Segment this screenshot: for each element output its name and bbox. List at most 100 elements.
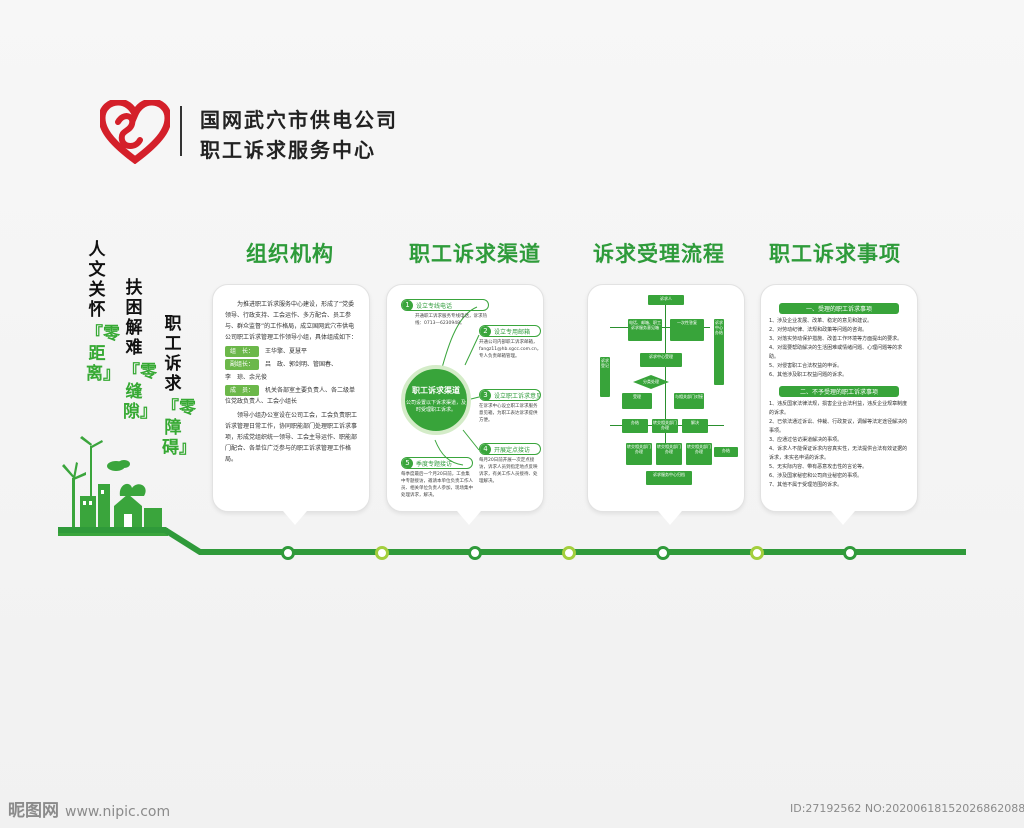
channel-number: 2 [480,326,491,336]
member-row: 成 员：机关各部室主要负责人、各二级单位党政负责人、工会小组长 [225,385,357,407]
timeline-node [843,546,857,560]
matter-item: 3、对落实劳动保护措施、改善工作环境等方面提出的要求。 [769,336,903,342]
matter-item: 3、应通过信访渠道解决的事项。 [769,437,843,443]
channel-item-3: 3设立职工诉求意见箱 在诉求中心设立职工诉求服务意见箱，为职工表达诉求提供方便。 [479,389,541,424]
flow-step: 受理 [622,393,652,409]
flow-step: 解决 [682,419,708,433]
flow-step: 诉求人 [648,295,684,305]
channel-label: 设立专线电话 [416,302,453,310]
channel-label: 季度专题接访 [416,460,453,468]
member-row: 副组长： 吕 政、郭剑明、管国春、 [225,359,357,370]
watermark-left: 昵图网 www.nipic.com [8,796,170,821]
channel-desc: 每季度最后一个月20日前，工会集中专题接访，邀请本单位负责工作人员、相关单位负责… [401,472,473,498]
matter-item: 6、其他涉及职工权益问题的诉求。 [769,372,848,378]
flow-step: 诉求中心受理 [640,353,682,367]
flow-step: 电话、邮箱、职工诉求服务意见箱 [628,319,662,341]
matter-item: 4、诉求人不能保证诉求内容真实性，无法提供合法有效证据的诉求，未实名申请的诉求。 [769,446,908,461]
company-name: 国网武穴市供电公司 [200,108,398,132]
flow-step: 转交相关部门办理 [652,419,678,433]
matter-item: 4、对需要帮助解决的生活困难或情绪问题、心理问题等的求助。 [769,345,903,360]
hub-sub: 公司设置以下诉求渠道，及时受理职工诉求。 [405,400,466,413]
matter-item: 7、其他不属于受理范围的诉求。 [769,482,843,488]
hub-title: 职工诉求渠道 [412,386,460,395]
matter-item: 2、已依法通过诉讼、仲裁、行政复议，调解等法定途径解决的事项。 [769,419,908,434]
channel-number: 3 [480,390,491,400]
org-intro: 为推进职工诉求服务中心建设，形成了“党委领导、行政支持、工会运作、多方配合、员工… [225,301,358,341]
channel-label: 设立职工诉求意见箱 [494,392,540,400]
slogan-1: 人文关怀 『零距离』 [86,240,120,384]
member-label: 组 长： [225,346,260,357]
slogan-value: 『零距离』 [86,324,120,384]
timeline-node [750,546,764,560]
matters-section-rejected: 二、不予受理的职工诉求事项 [779,386,899,397]
channel-label: 设立专用邮箱 [494,328,531,336]
card-matters: 一、受理的职工诉求事项 1、涉及企业发展、改革、稳定的意见和建议。 2、对劳动纪… [760,284,918,525]
card-process: 诉求人 电话、邮箱、职工诉求服务意见箱 一次性答复 诉求中心办结 诉求登记 诉求… [587,284,745,525]
slogan-key: 扶困解难 [125,278,143,358]
slogan-value: 『零缝隙』 [123,362,157,422]
timeline-node [281,546,295,560]
channel-desc: 每月20日前开展一次定点接访，诉求人员到指定地点反映诉求，有关工作人员接待、处理… [479,458,538,484]
channel-number: 5 [402,458,413,468]
timeline-line [58,527,966,555]
watermark-brand: 昵图网 [8,801,59,821]
channel-number: 4 [480,444,491,454]
slogan-3: 职工诉求 『零障碍』 [162,314,196,458]
flow-step: 办结 [714,447,738,457]
timeline-node [656,546,670,560]
flow-step: 诉求服务中心归档 [646,471,692,485]
card-org: 为推进职工诉求服务中心建设，形成了“党委领导、行政支持、工会运作、多方配合、员工… [212,284,370,525]
center-name: 职工诉求服务中心 [200,138,376,162]
heading-channels: 职工诉求渠道 [409,242,541,266]
brand-divider [180,106,182,156]
matter-item: 1、违反国家法律法规，损害企业合法利益，违反企业规章制度的诉求。 [769,401,908,416]
flow-step: 诉求中心办结 [714,319,724,385]
member-label: 副组长： [225,359,260,370]
org-office: 领导小组办公室设在公司工会，工会负责职工诉求管理日常工作，协同职能部门处理职工诉… [225,412,358,463]
member-label: 成 员： [225,385,260,396]
timeline-node [468,546,482,560]
matter-item: 6、涉及国家秘密和公司商业秘密的事项。 [769,473,863,479]
timeline-node [562,546,576,560]
channel-number: 1 [402,300,413,310]
org-members: 组 长： 王华擎、夏慧平 副组长： 吕 政、郭剑明、管国春、 李 琼、余光俊 成 员… [225,346,357,407]
channel-hub: 职工诉求渠道 公司设置以下诉求渠道，及时受理职工诉求。 [401,365,471,435]
matters-section-accepted: 一、受理的职工诉求事项 [779,303,899,314]
flow-decision: 分类处理 [633,375,669,389]
channel-desc: 开通公司内部职工诉求邮箱，fangz11@hb.sgcc.com.cn，专人负责… [479,340,542,359]
channel-desc: 在诉求中心设立职工诉求服务意见箱，为职工表达诉求提供方便。 [479,404,538,423]
matter-item: 2、对劳动纪律、法规和政策等问题的咨询。 [769,327,868,333]
member-value: 机关各部室主要负责人、各二级单位党政负责人、工会小组长 [225,387,356,405]
watermark-right: ID:27192562 NO:20200618152026862088 [790,802,1024,815]
heart-logo-icon [100,100,170,164]
flow-step: 转交相关部门办理 [686,443,712,465]
matter-item: 5、对侵害职工合法权益的申诉。 [769,363,843,369]
flow-step: 诉求登记 [600,357,610,397]
flow-step: 转交相关部门办理 [656,443,682,465]
member-row: 组 长： 王华擎、夏慧平 [225,346,357,357]
flow-step: 办结 [622,419,648,433]
slogan-key: 人文关怀 [88,240,106,320]
flow-step: 一次性答复 [670,319,704,341]
heading-matters: 职工诉求事项 [769,242,901,266]
slogan-2: 扶困解难 『零缝隙』 [123,278,157,422]
heading-org: 组织机构 [246,242,334,266]
flow-step: 转交相关部门办理 [626,443,652,465]
member-row: 李 琼、余光俊 [225,372,357,383]
slogan-key: 职工诉求 [164,314,182,394]
timeline-node [375,546,389,560]
slogan-value: 『零障碍』 [162,398,196,458]
member-value: 吕 政、郭剑明、管国春、 [265,361,338,368]
channel-label: 开展定点接访 [494,446,531,454]
matter-item: 5、无实际内容、带有恶意攻击性的言论等。 [769,464,868,470]
member-value: 王华擎、夏慧平 [265,348,308,355]
channel-desc: 开通职工诉求服务专线电话，诉求热线：0713—6230948。 [415,314,487,326]
watermark-url: www.nipic.com [65,804,171,820]
matter-item: 1、涉及企业发展、改革、稳定的意见和建议。 [769,318,873,324]
member-value: 李 琼、余光俊 [225,374,268,381]
